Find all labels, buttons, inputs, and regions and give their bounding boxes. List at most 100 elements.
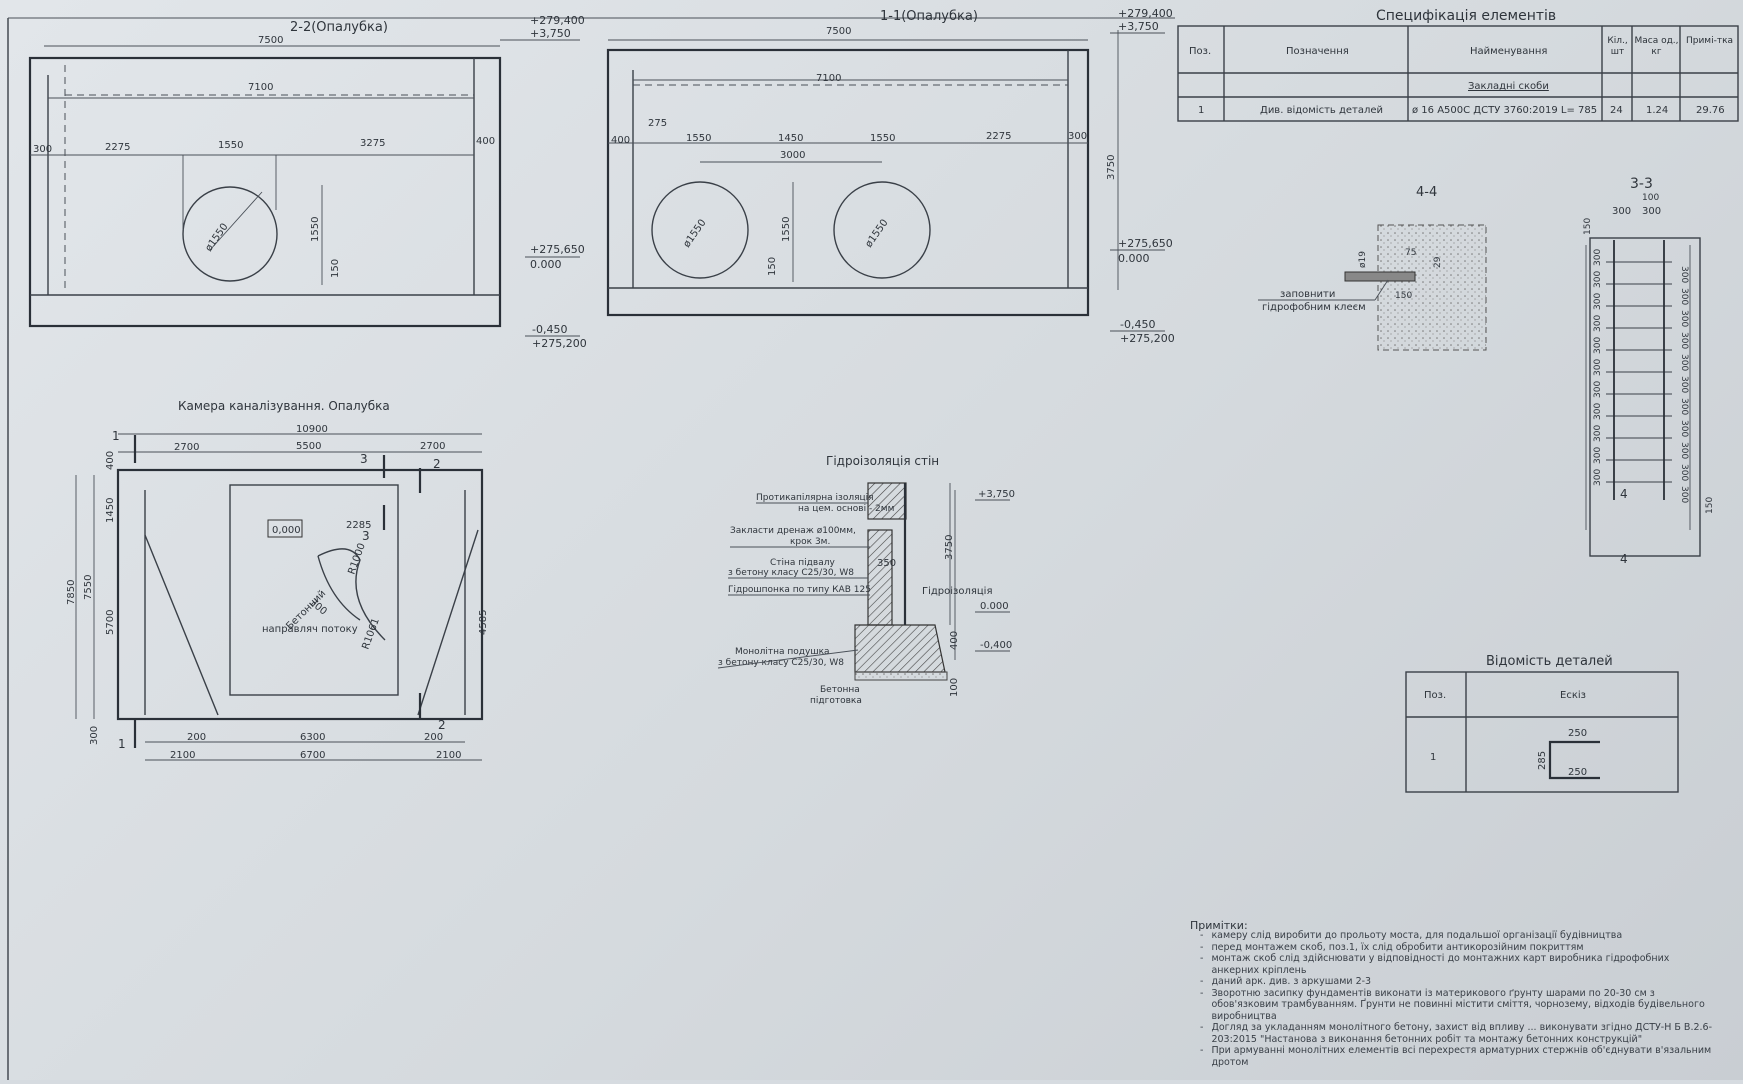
note-item: -даний арк. див. з аркушами 2-3 xyxy=(1200,976,1372,987)
plan-outline xyxy=(116,468,484,721)
spec-row-pos: 1 xyxy=(1198,105,1204,116)
dim-250-a: 250 xyxy=(1568,728,1587,739)
dim-150: 150 xyxy=(330,259,341,278)
pipe-opening-1 xyxy=(651,181,749,279)
section-4-4-title: 4-4 xyxy=(1416,185,1437,200)
dim-285: 285 xyxy=(1537,751,1548,770)
dim-7100: 7100 xyxy=(816,73,841,84)
level-top-rel: +3,750 xyxy=(1118,20,1159,33)
spacing-label-left: 300 xyxy=(1593,249,1603,266)
dim-100: 100 xyxy=(949,678,960,697)
dim-300: 300 xyxy=(33,144,52,155)
spacing-label-right: 300 xyxy=(1679,442,1689,459)
spacing-label-right: 300 xyxy=(1679,464,1689,481)
spacing-label-left: 300 xyxy=(1593,271,1603,288)
wall-outline xyxy=(606,48,1090,317)
wall-section xyxy=(1589,237,1701,557)
cut-mark-3-bottom: 3 xyxy=(362,529,370,543)
dim-5700: 5700 xyxy=(105,610,116,635)
spacing-label-left: 300 xyxy=(1593,359,1603,376)
wp-label-4: Стіна підвалу xyxy=(770,558,835,568)
pipe-diameter-1: ø1550 xyxy=(681,218,708,250)
cut-mark-1-bottom: 1 xyxy=(118,737,126,751)
cut-mark-1-top: 1 xyxy=(112,429,120,443)
cut-mark-2-top: 2 xyxy=(433,457,441,471)
wall-body xyxy=(867,529,893,626)
dim-400: 400 xyxy=(476,136,495,147)
dim-150-top: 150 xyxy=(1583,218,1593,235)
pipe-diameter-2: ø1550 xyxy=(863,218,890,250)
spacing-label-left: 300 xyxy=(1593,447,1603,464)
details-row-pos: 1 xyxy=(1430,752,1436,763)
anchor-bar xyxy=(1344,271,1416,282)
spec-row-name: ø 16 А500С ДСТУ 3760:2019 L= 785 xyxy=(1412,105,1597,116)
dim-300-inner: 300 xyxy=(307,597,329,618)
dim-6300: 6300 xyxy=(300,732,325,743)
wp-label-3: крок 3м. xyxy=(790,537,830,547)
dim-3750: 3750 xyxy=(944,535,955,560)
pipe-opening xyxy=(182,186,278,282)
spacing-label-right: 300 xyxy=(1679,376,1689,393)
notes-block: Примітки: xyxy=(1190,919,1248,932)
dim-350: 350 xyxy=(877,558,896,569)
section-1-1: 1-1(Опалубка) ø1550 ø1550 7500 7100 275 … xyxy=(606,7,1175,345)
section-mark-4-b: 4 xyxy=(1620,552,1628,566)
section-mark-4: 4 xyxy=(1620,487,1628,501)
wp-label-9: Бетонна xyxy=(820,685,860,695)
section-3-3: 3-3 100 300 300 150 30030030030030030030… xyxy=(1583,176,1715,566)
spacing-label-left: 300 xyxy=(1593,293,1603,310)
foundation-cushion xyxy=(854,624,946,673)
slope-right xyxy=(417,529,479,716)
level-top: +279,400 xyxy=(1118,7,1173,20)
wp-label-5: з бетону класу С25/30, W8 xyxy=(728,568,854,578)
dim-4585: 4585 xyxy=(478,610,489,635)
pipe-opening-2 xyxy=(833,181,931,279)
details-header-pos: Поз. xyxy=(1424,690,1446,701)
plan-level: 0,000 xyxy=(272,525,301,536)
level-floor: +275,650 xyxy=(1118,237,1173,250)
level-000: 0.000 xyxy=(980,601,1009,612)
concrete-block xyxy=(1377,224,1487,351)
level-floor-rel: 0.000 xyxy=(1118,252,1150,265)
dim-r1000: R1000 xyxy=(346,542,367,576)
wp-label-6: Гідрошпонка по типу КАВ 125 xyxy=(728,585,871,595)
note-text: Догляд за укладанням монолітного бетону,… xyxy=(1211,1022,1713,1045)
notes-title: Примітки: xyxy=(1190,919,1248,932)
wp-label-10: підготовка xyxy=(810,696,862,706)
rebar-set: 3003003003003003003003003003003003003003… xyxy=(1593,240,1689,503)
dim-3750: 3750 xyxy=(1106,155,1117,180)
dim-7850: 7850 xyxy=(66,580,77,605)
dim-150: 150 xyxy=(1395,291,1412,301)
dim-300-b: 300 xyxy=(1642,206,1661,217)
dim-5500: 5500 xyxy=(296,441,321,452)
dim-100: 100 xyxy=(1642,193,1659,203)
section-2-2: 2-2(Опалубка) ø1550 7500 7100 300 2275 1… xyxy=(28,14,587,350)
level-top-rel: +3,750 xyxy=(530,27,571,40)
note-line-2: гідрофобним клеєм xyxy=(1262,301,1366,313)
note-text: даний арк. див. з аркушами 2-3 xyxy=(1211,976,1372,987)
dim-275: 275 xyxy=(648,118,667,129)
dim-1550-h: 1550 xyxy=(218,140,243,151)
wp-label-2: Закласти дренаж ø100мм, xyxy=(730,526,856,536)
wp-label-1: на цем. основі - 2мм xyxy=(798,504,894,514)
spacing-label-left: 300 xyxy=(1593,469,1603,486)
note-line-1: заповнити xyxy=(1280,289,1335,300)
section-4-4: 4-4 ø19 75 29 150 заповнити гідрофобним … xyxy=(1258,185,1487,351)
note-item: -перед монтажем скоб, поз.1, їх слід обр… xyxy=(1200,941,1584,953)
concrete-base xyxy=(854,671,948,681)
notes-list: -камеру слід виробити до прольоту моста,… xyxy=(1200,930,1720,1068)
waterproof-title: Гідроізоляція стін xyxy=(826,454,939,468)
plan-title: Камера каналізування. Опалубка xyxy=(178,399,390,413)
dim-2700-a: 2700 xyxy=(174,442,199,453)
dim-3275: 3275 xyxy=(360,138,385,149)
dim-7500: 7500 xyxy=(826,26,851,37)
section-1-1-title: 1-1(Опалубка) xyxy=(880,9,978,24)
level-top: +279,400 xyxy=(530,14,585,27)
spec-header-name: Найменування xyxy=(1470,46,1547,57)
diameter-leader xyxy=(209,191,263,251)
dim-2100-a: 2100 xyxy=(170,750,195,761)
dim-200-a: 200 xyxy=(187,732,206,743)
spec-header-designation: Позначення xyxy=(1286,46,1349,57)
